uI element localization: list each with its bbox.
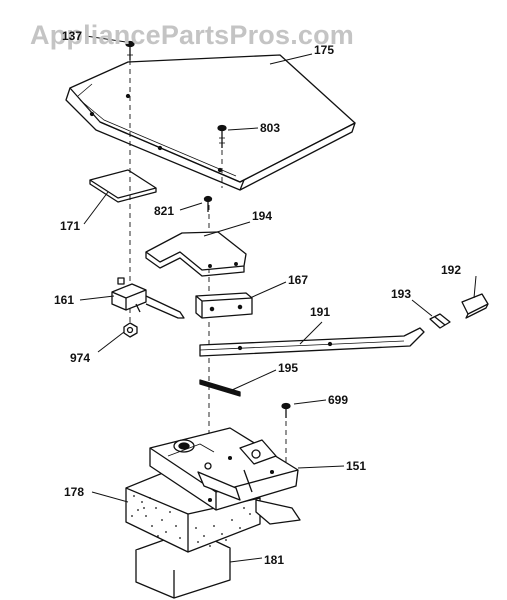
callout-171: 171 xyxy=(60,219,81,233)
callout-137: 137 xyxy=(62,29,83,43)
pad-171 xyxy=(89,169,157,203)
strip-195 xyxy=(199,379,241,397)
rod-191 xyxy=(199,327,425,357)
callout-193: 193 xyxy=(391,287,412,301)
lock-mechanism-151 xyxy=(149,427,301,525)
screw-803 xyxy=(217,124,227,148)
callout-178: 178 xyxy=(64,485,85,499)
cap-192 xyxy=(461,293,489,319)
leader-lines xyxy=(79,35,477,563)
bracket-194 xyxy=(145,231,247,277)
cover-plate-175 xyxy=(65,54,356,191)
callout-803: 803 xyxy=(260,121,281,135)
callout-699: 699 xyxy=(328,393,349,407)
insulation-texture xyxy=(131,495,251,547)
callout-175: 175 xyxy=(314,43,335,57)
watermark-text: AppliancePartsPros.com xyxy=(30,20,355,50)
callout-192: 192 xyxy=(441,263,462,277)
screw-699 xyxy=(281,402,291,418)
callout-194: 194 xyxy=(252,209,273,223)
callout-167: 167 xyxy=(288,273,309,287)
callout-151: 151 xyxy=(346,459,367,473)
screw-137 xyxy=(125,40,135,60)
screw-821 xyxy=(203,195,213,212)
callout-191: 191 xyxy=(310,305,331,319)
block-167 xyxy=(195,292,253,319)
callout-974: 974 xyxy=(70,351,91,365)
sleeve-193 xyxy=(429,313,451,329)
callout-181: 181 xyxy=(264,553,285,567)
callout-821: 821 xyxy=(154,204,175,218)
callout-195: 195 xyxy=(278,361,299,375)
nut-974 xyxy=(123,322,138,338)
switch-161 xyxy=(111,277,185,319)
callout-161: 161 xyxy=(54,293,75,307)
